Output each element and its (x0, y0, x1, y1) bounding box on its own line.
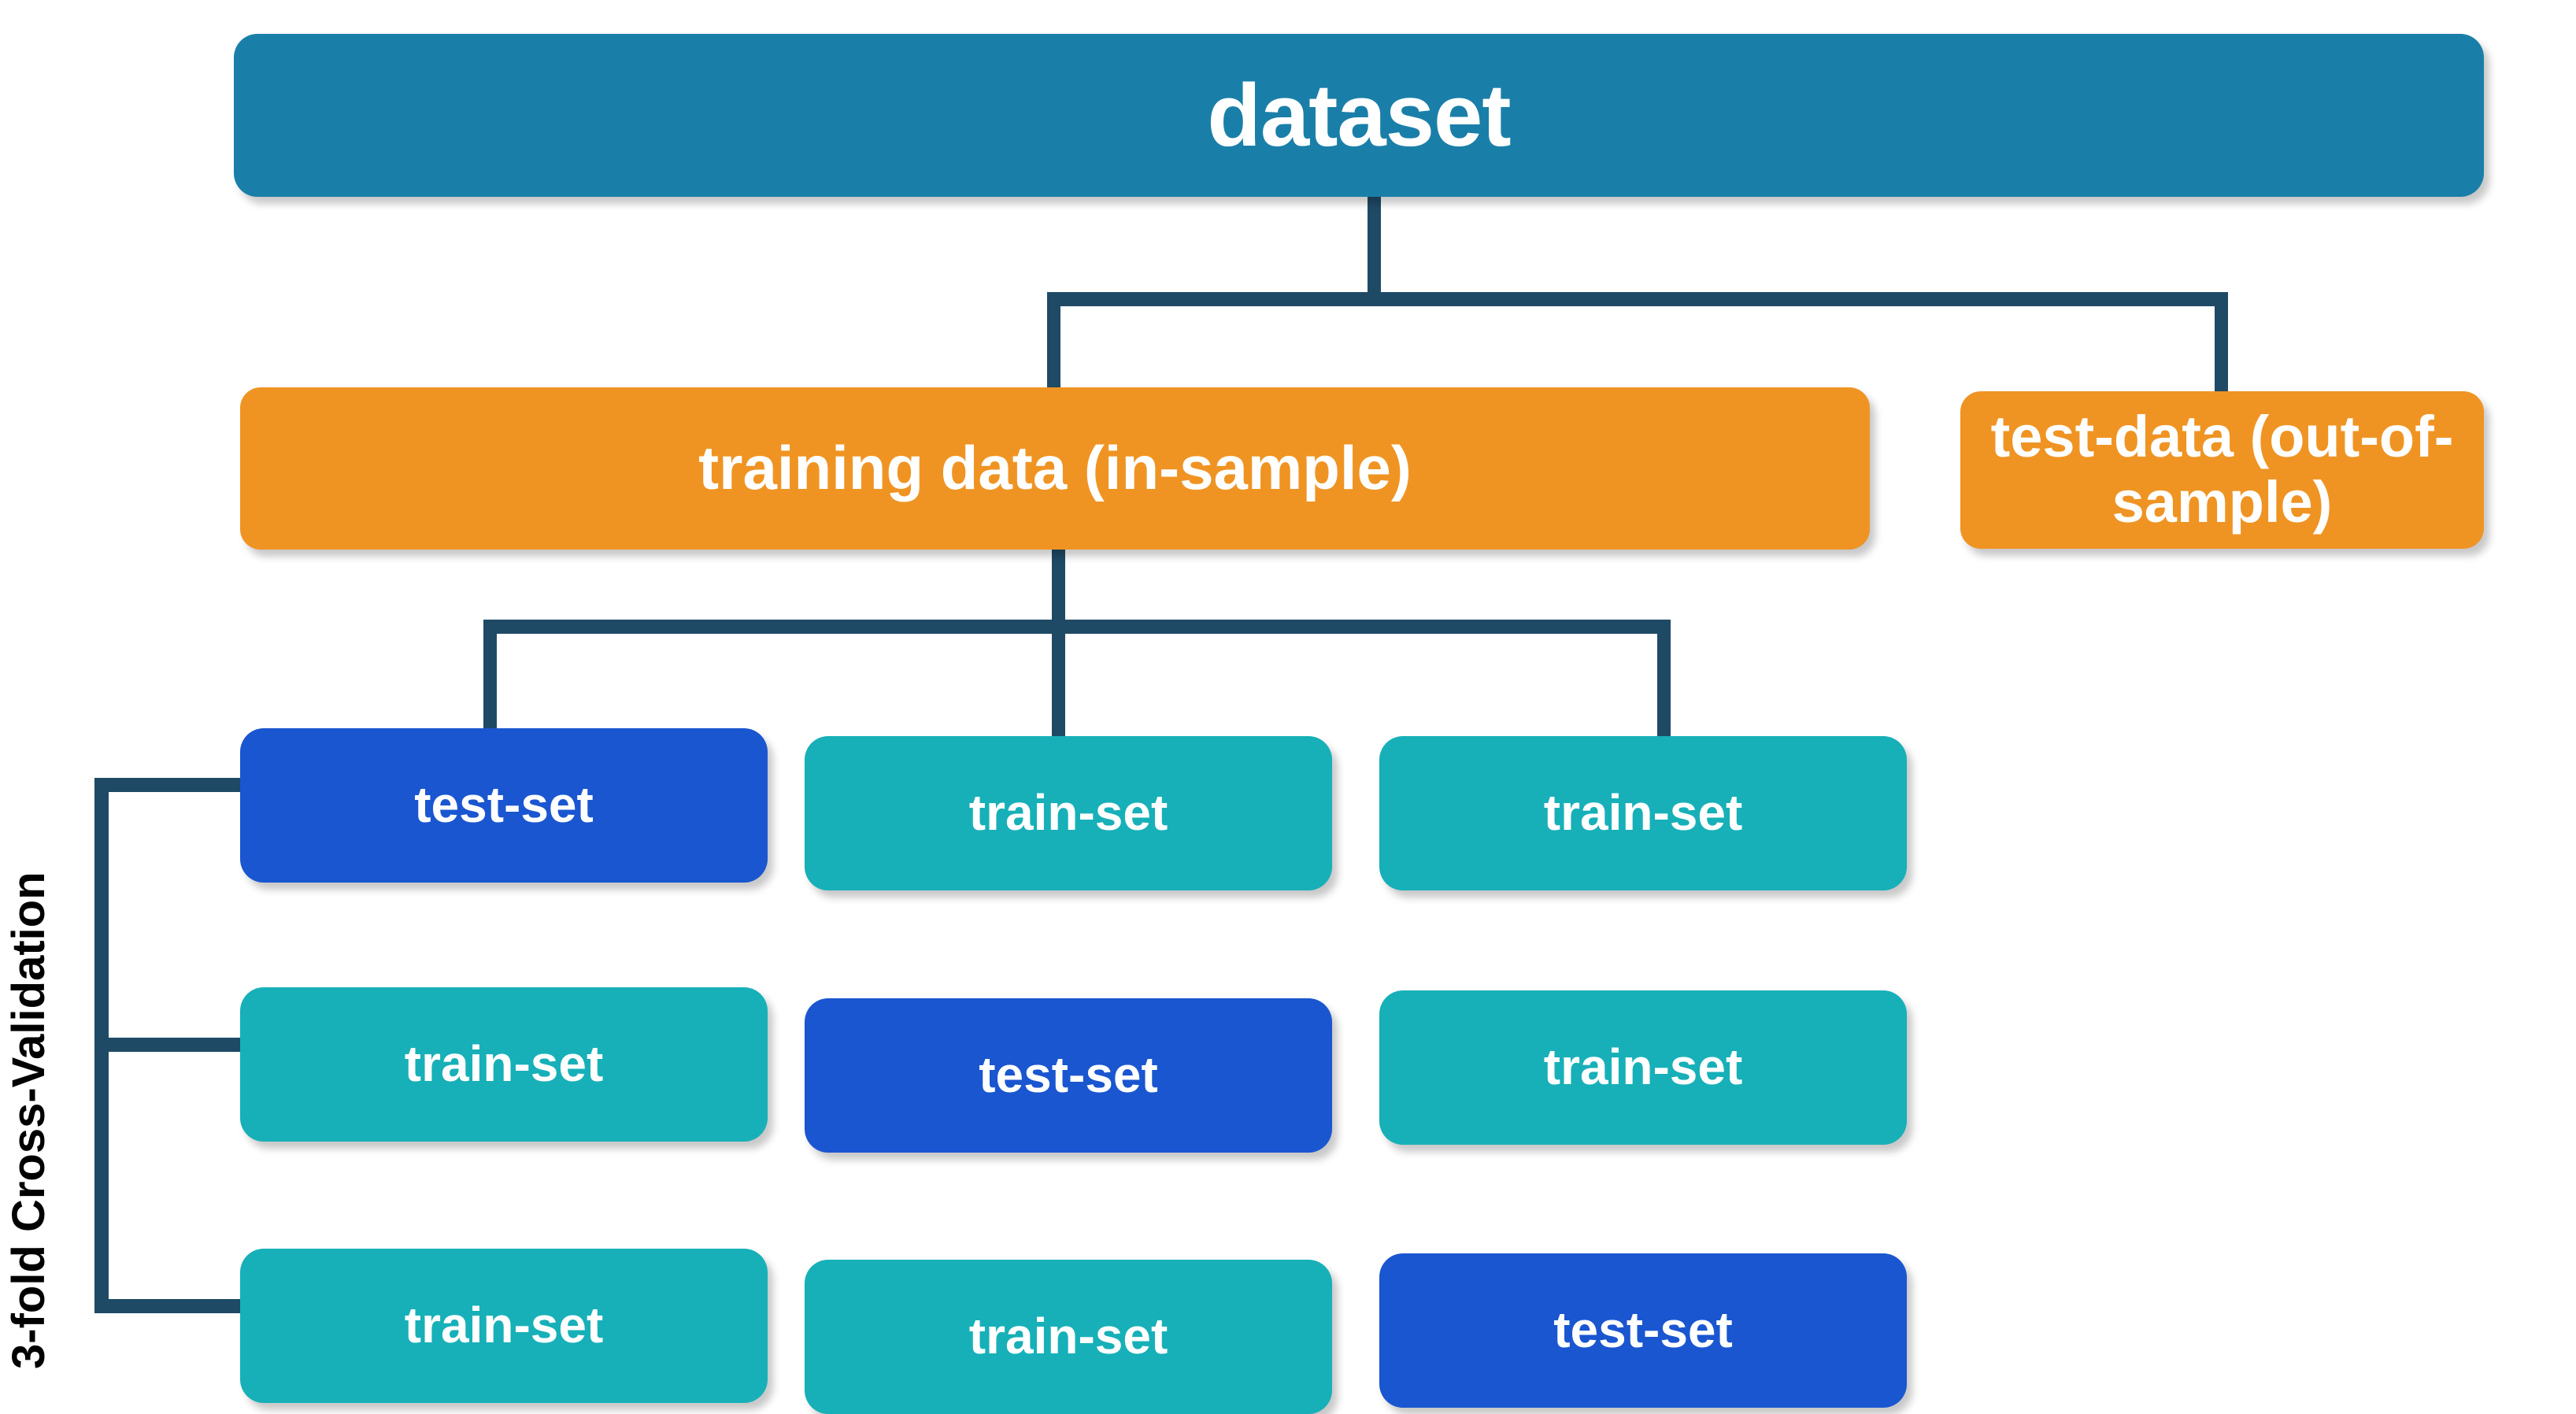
cv-bracket-arm-fold2 (94, 1038, 256, 1052)
fold-2-cell-1: train-set (240, 987, 768, 1142)
fold-1-cell-3: train-set (1379, 736, 1907, 890)
node-dataset: dataset (234, 34, 2484, 197)
connector-dataset-bar (1047, 292, 2228, 306)
fold-3-cell-2: train-set (805, 1260, 1332, 1414)
fold-1-cell-1: test-set (240, 728, 768, 883)
connector-dataset-stem (1368, 197, 1381, 299)
fold-1-cell-2: train-set (805, 736, 1332, 890)
fold-2-cell-3: train-set (1379, 990, 1907, 1145)
fold-3-cell-3: test-set (1379, 1253, 1907, 1408)
node-test-data: test-data (out-of-sample) (1960, 391, 2484, 549)
node-training-data: training data (in-sample) (240, 387, 1870, 550)
connector-drop-training (1047, 292, 1060, 393)
connector-training-stem (1052, 550, 1065, 628)
connector-folds-bar (483, 620, 1671, 634)
fold-3-cell-1: train-set (240, 1249, 768, 1403)
cv-bracket-arm-fold1 (94, 778, 256, 792)
cv-bracket-label: 3-fold Cross-Validation (3, 872, 54, 1369)
cv-bracket-arm-fold3 (94, 1299, 256, 1313)
fold-2-cell-2: test-set (805, 998, 1332, 1153)
connector-drop-col3 (1657, 620, 1671, 736)
connector-drop-testdata (2215, 292, 2228, 393)
connector-drop-col1 (483, 620, 497, 736)
connector-drop-col2 (1052, 620, 1065, 736)
